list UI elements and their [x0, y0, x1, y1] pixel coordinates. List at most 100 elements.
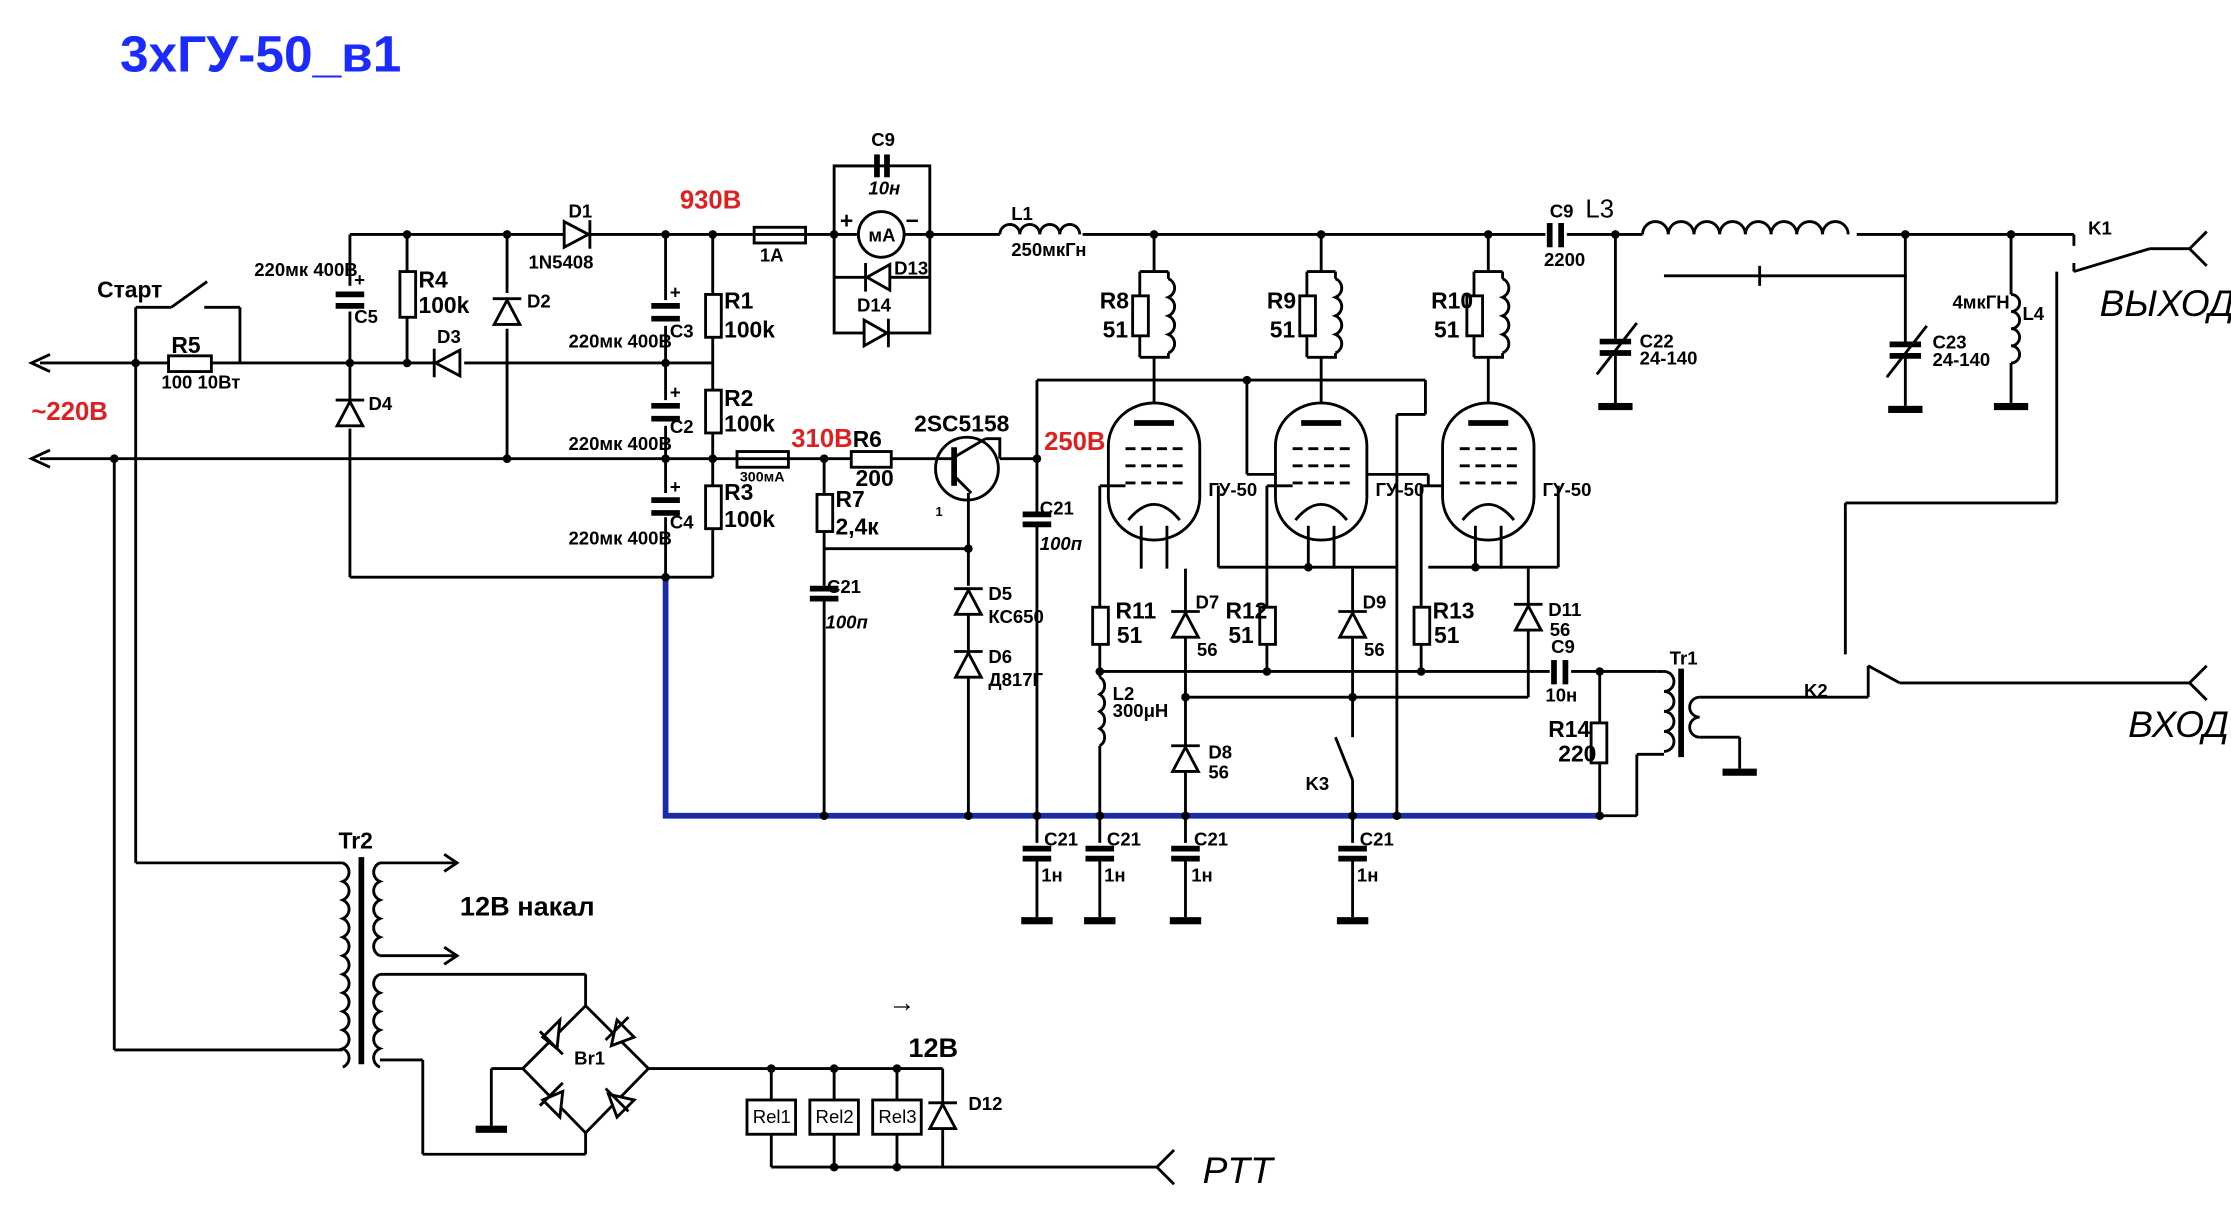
- input-port-label: ВХОД: [2128, 703, 2229, 745]
- c4-plus: +: [670, 476, 681, 497]
- c21-b-label: C21: [827, 576, 861, 597]
- r5-value: 100 10Вт: [161, 372, 240, 393]
- d11-value: 56: [1550, 619, 1571, 640]
- d13-label: D13: [894, 257, 928, 278]
- r7-resistor: [815, 492, 835, 533]
- l4-inductor: [2010, 292, 2022, 365]
- transistor-pin: 1: [936, 504, 943, 519]
- r2-resistor: [704, 388, 723, 435]
- r8-resistor: [1131, 294, 1150, 338]
- r4-value: 100k: [418, 292, 469, 318]
- rel1-coil: [745, 1098, 797, 1136]
- c4-capacitor: [651, 497, 680, 516]
- r11-resistor: [1091, 605, 1110, 646]
- antenna-relays: [1843, 230, 2208, 702]
- c5-plus: +: [354, 269, 365, 290]
- relay-coils: [769, 1068, 1157, 1169]
- c9-meter-value: 10н: [868, 177, 900, 198]
- c2-capacitor: [651, 402, 680, 422]
- d6-zener: [953, 649, 984, 679]
- tr2-secondary: [372, 972, 384, 1069]
- c5-label: C5: [354, 306, 378, 327]
- filament-outputs: [379, 853, 460, 966]
- r13-resistor: [1412, 605, 1432, 646]
- r10-label: R10: [1431, 288, 1473, 314]
- v12-label: 12В: [908, 1032, 958, 1063]
- tr1-label: Tr1: [1670, 647, 1698, 668]
- c5-capacitor: [335, 291, 365, 309]
- r1-resistor: [704, 292, 723, 339]
- d5-label: D5: [988, 583, 1012, 604]
- d2-label: D2: [527, 290, 551, 311]
- mains-label: ~220В: [31, 398, 107, 426]
- bridge-br1: [520, 1003, 651, 1135]
- rel2-label: Rel2: [816, 1106, 854, 1127]
- r13-value: 51: [1434, 622, 1460, 648]
- d7-zener: [1170, 609, 1201, 639]
- r6-value: 200: [856, 465, 894, 491]
- c3-plus: +: [670, 282, 681, 303]
- c9-in-label: C9: [1551, 636, 1575, 657]
- r7-value: 2,4к: [836, 513, 880, 539]
- meter-minus: −: [906, 208, 919, 234]
- meter-label: мА: [868, 225, 895, 246]
- d12-label: D12: [968, 1093, 1002, 1114]
- r9-value: 51: [1270, 316, 1296, 342]
- c21-g3-label: C21: [1194, 829, 1228, 850]
- r10-value: 51: [1434, 316, 1460, 342]
- d14-label: D14: [857, 295, 892, 316]
- fuse-lv-value: 300мА: [740, 470, 785, 486]
- d8-value: 56: [1208, 762, 1229, 783]
- r14-value: 220: [1558, 740, 1596, 766]
- r14-label: R14: [1548, 716, 1590, 742]
- r11-label: R11: [1116, 598, 1157, 624]
- c3-value: 220мк 400В: [568, 330, 671, 351]
- bias-bus: [662, 577, 1600, 819]
- c21-b-value: 100п: [826, 612, 868, 633]
- tube-3: [1441, 401, 1536, 569]
- r10-resistor: [1465, 294, 1485, 338]
- d9-label: D9: [1363, 592, 1387, 613]
- r1-value: 100k: [724, 316, 775, 342]
- c4-label: C4: [670, 512, 694, 533]
- l2-value: 300μH: [1113, 700, 1169, 721]
- r1-label: R1: [724, 288, 753, 314]
- page-title: 3хГУ-50_в1: [120, 25, 401, 83]
- rel1-label: Rel1: [753, 1106, 791, 1127]
- c23-value: 24-140: [1932, 349, 1990, 370]
- c9-meter-label: C9: [871, 129, 895, 150]
- k1-label: K1: [2088, 217, 2112, 238]
- c21-g2-value: 1н: [1104, 864, 1126, 885]
- c21-a-value: 100п: [1040, 533, 1082, 554]
- c4-value: 220мк 400В: [568, 527, 671, 548]
- tr1-primary: [1663, 670, 1676, 753]
- r2-value: 100k: [724, 411, 775, 437]
- l3-label: L3: [1585, 195, 1614, 223]
- c9-in-value: 10н: [1545, 684, 1577, 705]
- tr2-filament-winding: [372, 861, 384, 958]
- d1-value: 1N5408: [528, 252, 593, 273]
- tube-1-label: ГУ-50: [1208, 479, 1257, 500]
- r5-label: R5: [171, 332, 200, 358]
- c22-value: 24-140: [1640, 347, 1698, 368]
- r4-label: R4: [418, 266, 447, 292]
- d4-diode: [334, 398, 366, 428]
- voltage-930: 930В: [680, 187, 741, 215]
- d4-label: D4: [369, 393, 393, 414]
- d3-diode: [432, 347, 462, 379]
- r12-label: R12: [1225, 598, 1267, 624]
- rel3-label: Rel3: [878, 1106, 916, 1127]
- l3-inductor: [1641, 220, 1850, 235]
- voltage-250: 250В: [1044, 428, 1105, 456]
- l4-value: 4мкГН: [1952, 292, 2009, 313]
- mains-input-arrows: [28, 353, 51, 469]
- start-switch-label: Старт: [97, 276, 162, 302]
- k2-label: K2: [1804, 680, 1828, 701]
- c22-label: C22: [1640, 330, 1674, 351]
- d11-zener: [1513, 602, 1544, 632]
- voltage-310: 310В: [791, 425, 852, 453]
- c3-label: C3: [670, 320, 694, 341]
- v12-arrow: →: [888, 986, 915, 1017]
- c2-plus: +: [670, 382, 681, 403]
